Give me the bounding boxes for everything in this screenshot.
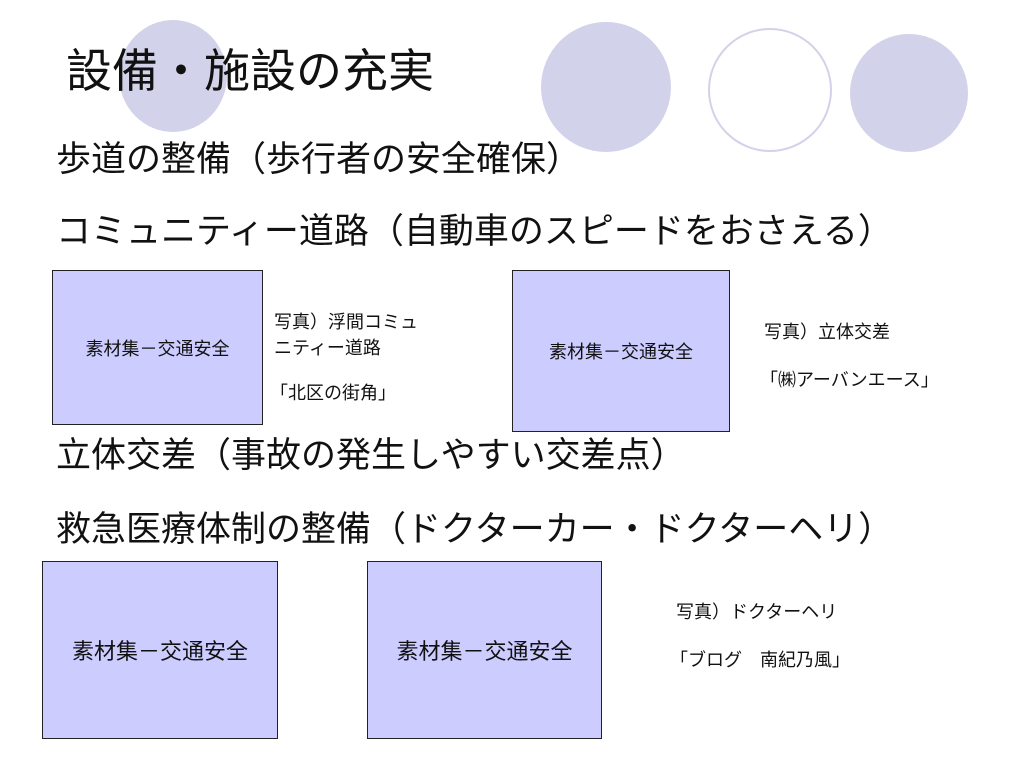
decorative-circle-outline [708, 28, 832, 152]
photo-placeholder-label: 素材集－交通安全 [85, 338, 230, 360]
photo-placeholder-label: 素材集－交通安全 [549, 342, 693, 363]
decorative-circle [119, 20, 227, 132]
bullet-grade-separation: 立体交差（事故の発生しやすい交差点） [56, 436, 686, 476]
bullet-sidewalk: 歩道の整備（歩行者の安全確保） [56, 140, 582, 180]
photo-placeholder-grade-separation: 素材集－交通安全 [512, 270, 730, 432]
photo-caption: 写真）立体交差 [764, 322, 890, 343]
photo-placeholder-doctor-heli: 素材集－交通安全 [367, 561, 602, 739]
photo-placeholder-label: 素材集－交通安全 [71, 640, 248, 665]
photo-placeholder-doctor-car: 素材集－交通安全 [42, 561, 278, 739]
bullet-emergency-medical: 救急医療体制の整備（ドクターカー・ドクターヘリ） [56, 510, 894, 550]
photo-caption: 写真）ドクターヘリ [676, 602, 838, 623]
photo-caption: 写真）浮間コミュ [274, 312, 418, 333]
decorative-circle [850, 34, 968, 152]
photo-placeholder-community-road: 素材集－交通安全 [52, 270, 263, 425]
photo-credit: 「北区の街角」 [270, 383, 396, 404]
decorative-circle [541, 22, 671, 152]
photo-credit: 「㈱アーバンエース」 [760, 370, 939, 391]
photo-credit: 「ブログ 南紀乃風」 [670, 650, 850, 671]
bullet-community-road: コミュニティー道路（自動車のスピードをおさえる） [56, 212, 893, 252]
photo-caption: ニティー道路 [274, 338, 381, 359]
photo-placeholder-label: 素材集－交通安全 [396, 640, 573, 665]
slide-title: 設備・施設の充実 [66, 44, 434, 98]
